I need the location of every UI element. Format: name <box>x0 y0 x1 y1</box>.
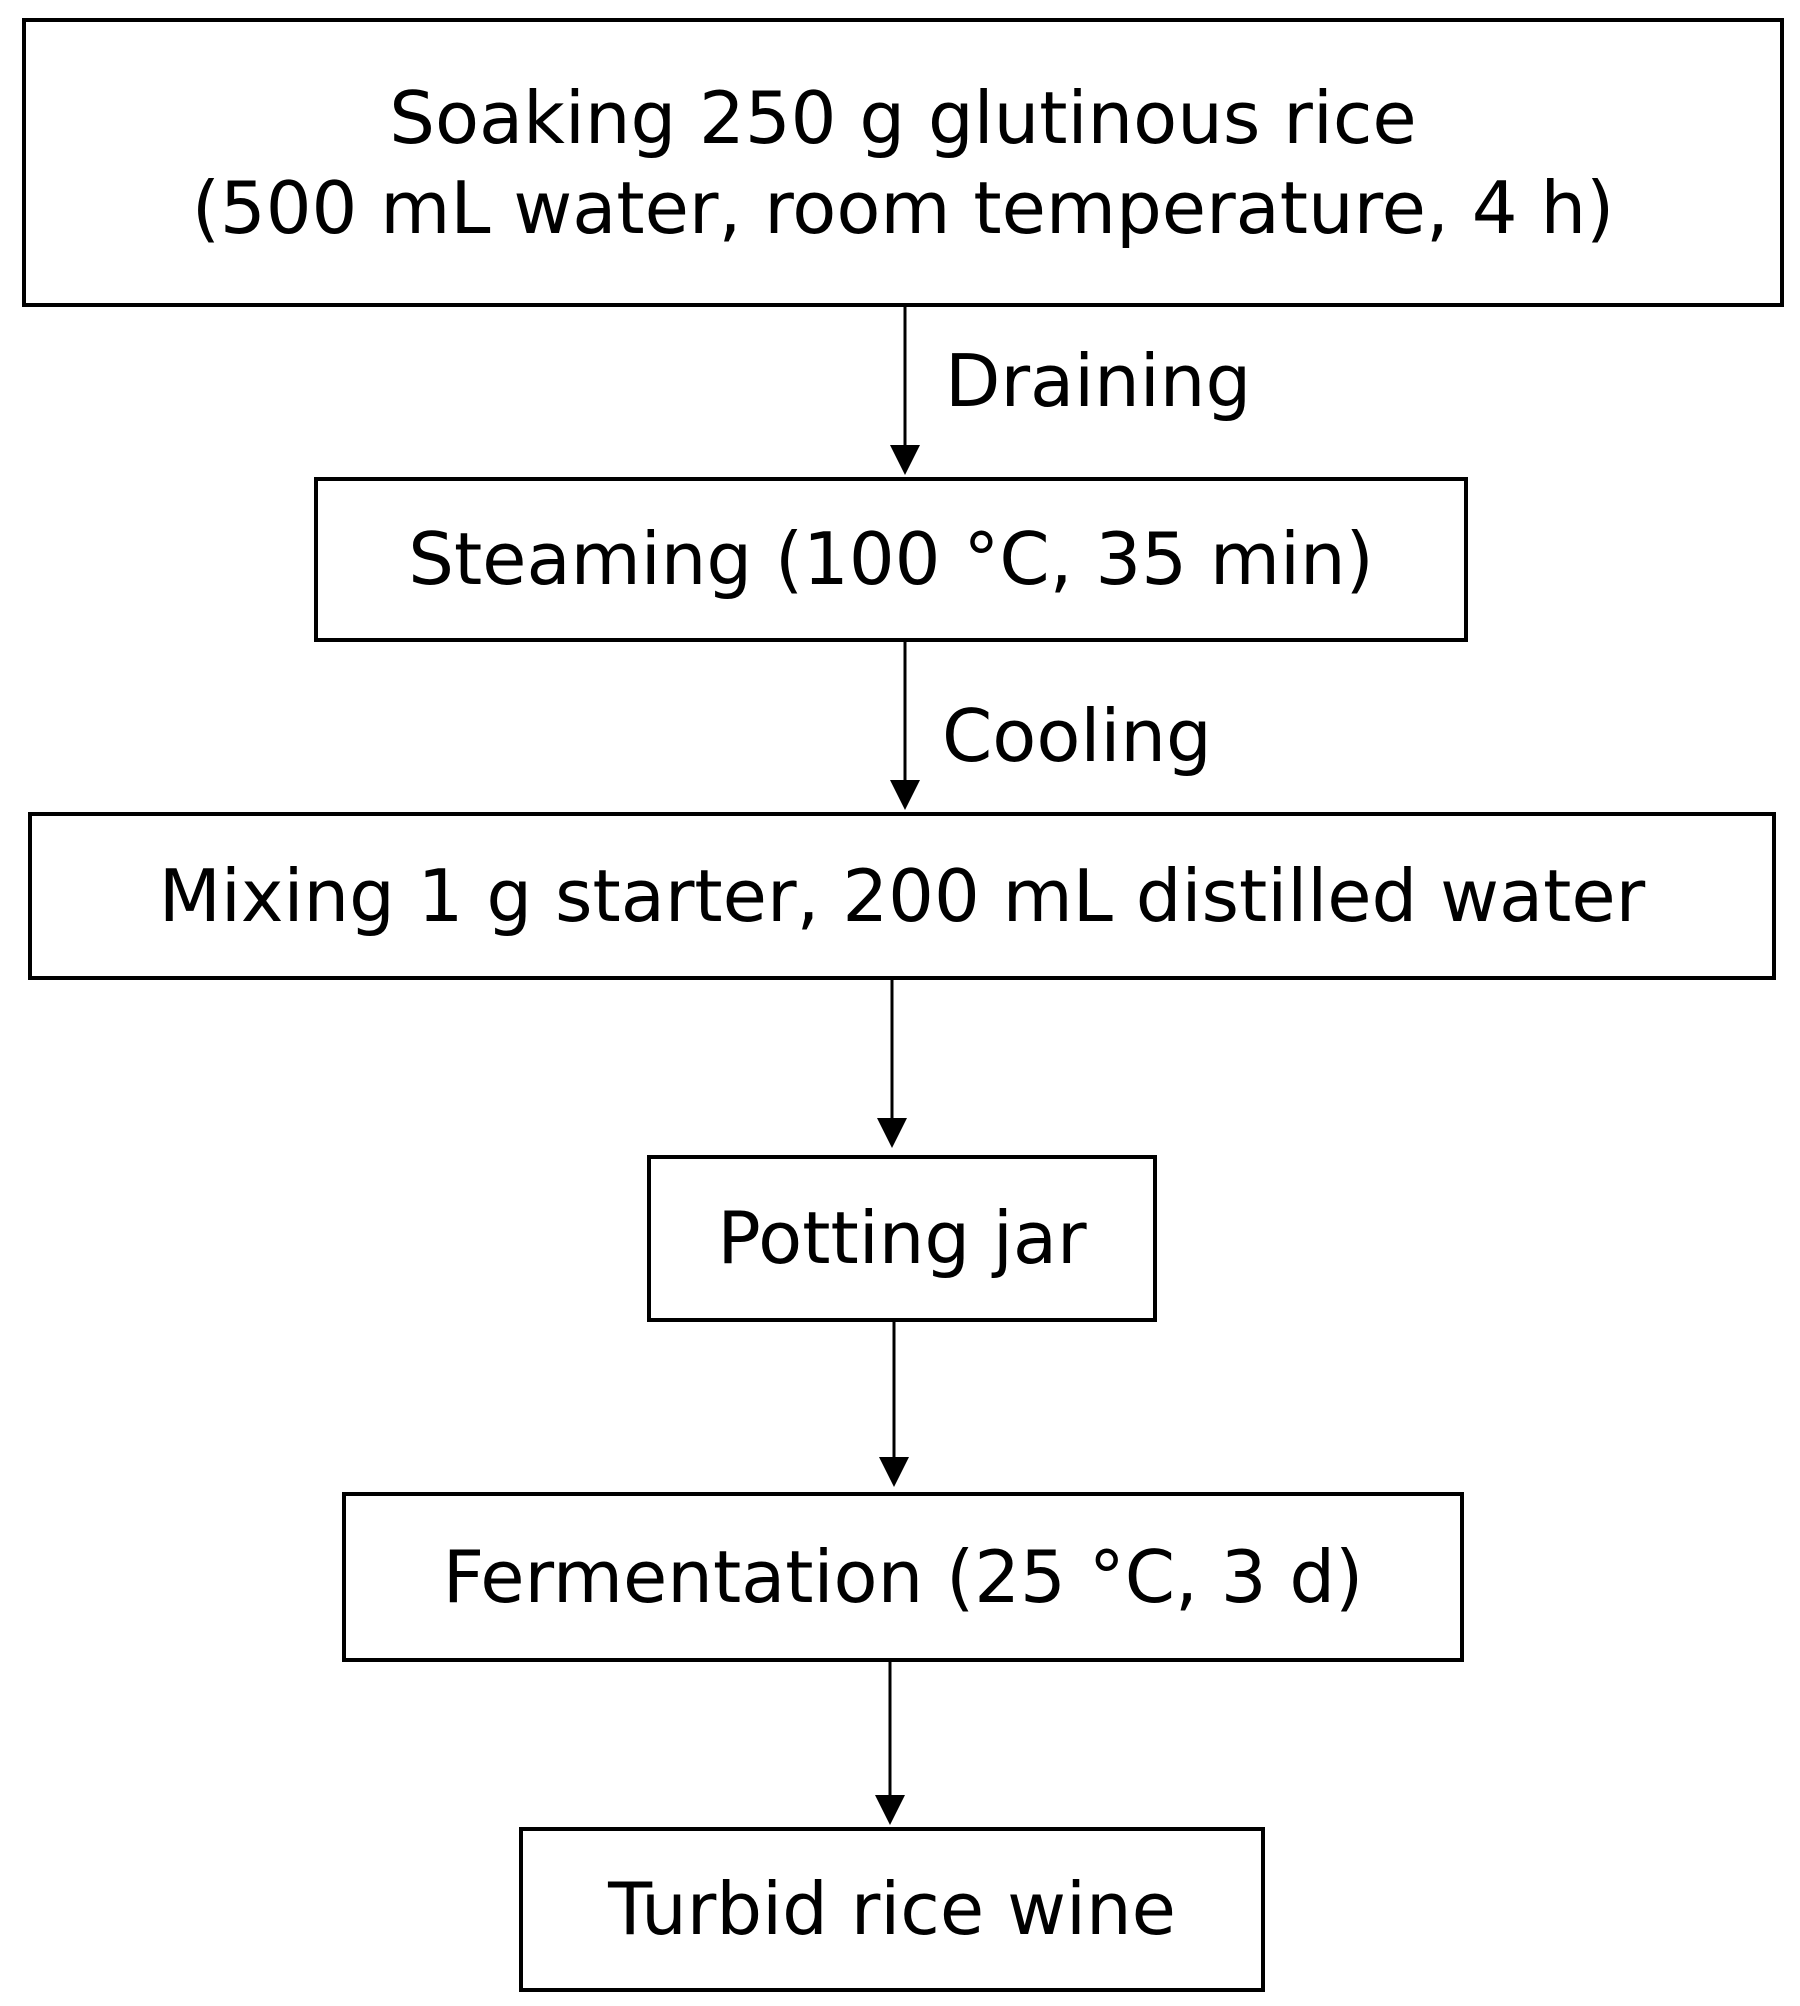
step-steaming: Steaming (100 °C, 35 min) <box>314 477 1468 642</box>
step-fermentation: Fermentation (25 °C, 3 d) <box>342 1492 1464 1662</box>
transition-label-cooling: Cooling <box>942 694 1212 778</box>
arrow-steaming-to-mixing <box>890 642 920 810</box>
step-product-label: Turbid rice wine <box>608 1867 1176 1952</box>
step-mixing: Mixing 1 g starter, 200 mL distilled wat… <box>28 812 1776 980</box>
step-mixing-label: Mixing 1 g starter, 200 mL distilled wat… <box>158 853 1646 938</box>
arrow-fermentation-to-product <box>875 1662 905 1825</box>
step-fermentation-label: Fermentation (25 °C, 3 d) <box>442 1534 1364 1619</box>
step-soaking-line-2: (500 mL water, room temperature, 4 h) <box>191 165 1615 250</box>
step-potting: Potting jar <box>647 1155 1157 1322</box>
arrow-soaking-to-steaming <box>890 307 920 475</box>
step-soaking-line-1: Soaking 250 g glutinous rice <box>389 75 1417 160</box>
step-steaming-label: Steaming (100 °C, 35 min) <box>408 517 1374 602</box>
step-soaking: Soaking 250 g glutinous rice (500 mL wat… <box>22 18 1784 307</box>
step-product: Turbid rice wine <box>519 1827 1265 1992</box>
step-potting-label: Potting jar <box>717 1196 1087 1281</box>
arrow-mixing-to-potting <box>877 980 907 1148</box>
arrow-potting-to-fermentation <box>879 1322 909 1487</box>
transition-label-draining: Draining <box>945 339 1252 423</box>
